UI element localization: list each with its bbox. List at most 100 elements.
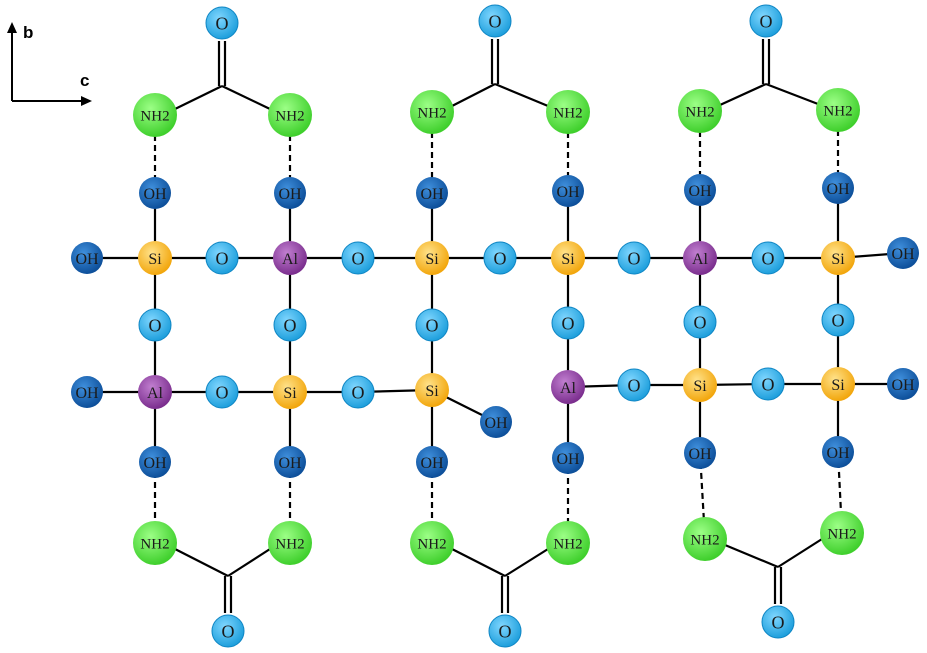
- silicon-atom: Si: [138, 241, 172, 275]
- oxygen-atom: O: [478, 4, 512, 38]
- silicon-atom-sphere: [415, 373, 449, 407]
- oxygen-atom: O: [683, 305, 717, 339]
- hydroxyl-group-sphere: [822, 436, 854, 468]
- oxygen-atom: O: [749, 4, 783, 38]
- aluminum-atom-sphere: [551, 370, 585, 404]
- silicon-atom-sphere: [415, 241, 449, 275]
- oxygen-atom-sphere: [138, 308, 172, 342]
- oxygen-atom-sphere: [749, 4, 783, 38]
- urea-cn-bond: [227, 548, 271, 577]
- amine-group-label: NH2: [417, 536, 446, 552]
- oxygen-atom-label: O: [426, 315, 439, 335]
- oxygen-atom-sphere: [341, 375, 375, 409]
- oxygen-atom: O: [138, 308, 172, 342]
- hydroxyl-group-sphere: [71, 376, 103, 408]
- amine-group-sphere: [816, 88, 860, 132]
- silicon-atom: Si: [415, 373, 449, 407]
- hydroxyl-group: OH: [416, 177, 448, 209]
- amine-group: NH2: [133, 93, 177, 137]
- oxygen-atom-sphere: [273, 308, 307, 342]
- hydroxyl-group-label: OH: [556, 184, 580, 201]
- oxygen-atom: O: [751, 241, 785, 275]
- oxygen-atom-label: O: [628, 375, 641, 395]
- oxygen-atom: O: [483, 241, 517, 275]
- hydroxyl-group: OH: [139, 177, 171, 209]
- hydroxyl-group-label: OH: [278, 455, 302, 472]
- silicon-atom: Si: [415, 241, 449, 275]
- hydroxyl-group: OH: [552, 175, 584, 207]
- amine-group: NH2: [820, 511, 864, 555]
- hydroxyl-group-sphere: [71, 242, 103, 274]
- silicon-atom-label: Si: [831, 251, 845, 268]
- hydroxyl-group: OH: [822, 172, 854, 204]
- aluminum-atom: Al: [273, 241, 307, 275]
- hydroxyl-group-label: OH: [75, 251, 99, 268]
- hydroxyl-group-label: OH: [688, 446, 712, 463]
- hydroxyl-group-sphere: [684, 174, 716, 206]
- hydroxyl-group: OH: [822, 436, 854, 468]
- silicon-atom-label: Si: [425, 383, 439, 400]
- amine-group: NH2: [410, 90, 454, 134]
- oxygen-atom: O: [415, 308, 449, 342]
- silicon-atom-label: Si: [425, 251, 439, 268]
- hydroxyl-group-label: OH: [420, 455, 444, 472]
- hydroxyl-group-label: OH: [688, 183, 712, 200]
- amine-group-label: NH2: [140, 536, 169, 552]
- oxygen-atom-label: O: [694, 312, 707, 332]
- oxygen-atom: O: [341, 241, 375, 275]
- hydroxyl-group-label: OH: [278, 186, 302, 203]
- amine-group-label: NH2: [827, 526, 856, 542]
- aluminum-atom-label: Al: [560, 380, 577, 397]
- oxygen-atom: O: [617, 241, 651, 275]
- amine-group: NH2: [678, 89, 722, 133]
- hydroxyl-group: OH: [274, 446, 306, 478]
- hydroxyl-group: OH: [887, 368, 919, 400]
- amine-group-sphere: [133, 521, 177, 565]
- aluminum-atom-label: Al: [147, 385, 164, 402]
- hydroxyl-group: OH: [684, 437, 716, 469]
- silicon-atom-sphere: [551, 241, 585, 275]
- oxygen-atom-sphere: [683, 305, 717, 339]
- oxygen-atom-sphere: [205, 241, 239, 275]
- aluminum-atom: Al: [683, 241, 717, 275]
- oxygen-atom-sphere: [415, 308, 449, 342]
- b-axis-arrowhead: [7, 22, 17, 33]
- oxygen-atom-sphere: [761, 605, 795, 639]
- silicon-atom: Si: [821, 241, 855, 275]
- amine-group-label: NH2: [275, 536, 304, 552]
- amine-group-sphere: [820, 511, 864, 555]
- hydroxyl-group-sphere: [822, 172, 854, 204]
- aluminum-atom-sphere: [683, 241, 717, 275]
- urea-cn-bond: [765, 82, 819, 106]
- oxygen-atom-label: O: [284, 315, 297, 335]
- hydroxyl-group-label: OH: [143, 186, 167, 203]
- silicon-atom-label: Si: [283, 385, 297, 402]
- hydroxyl-group-label: OH: [556, 451, 580, 468]
- oxygen-atom: O: [488, 614, 522, 648]
- amine-group: NH2: [133, 521, 177, 565]
- c-axis-arrowhead: [81, 96, 92, 106]
- c-axis-label: c: [80, 71, 89, 90]
- hydroxyl-group-sphere: [552, 442, 584, 474]
- oxygen-atom-label: O: [772, 612, 785, 632]
- hydroxyl-group-sphere: [887, 368, 919, 400]
- hydroxyl-group-sphere: [416, 446, 448, 478]
- urea-cn-bond: [174, 548, 229, 577]
- oxygen-atom-label: O: [499, 621, 512, 641]
- oxygen-atom: O: [751, 367, 785, 401]
- amine-group: NH2: [410, 521, 454, 565]
- aluminum-atom-sphere: [273, 241, 307, 275]
- oxygen-atom-sphere: [488, 614, 522, 648]
- amine-group-label: NH2: [690, 532, 719, 548]
- hydroxyl-group-sphere: [139, 177, 171, 209]
- oxygen-atom-label: O: [628, 248, 641, 268]
- oxygen-atom: O: [761, 605, 795, 639]
- oxygen-atom: O: [551, 306, 585, 340]
- amine-group-sphere: [683, 517, 727, 561]
- amine-group: NH2: [546, 521, 590, 565]
- oxygen-atom-label: O: [352, 248, 365, 268]
- urea-cn-bond: [777, 538, 823, 568]
- oxygen-atom-label: O: [149, 315, 162, 335]
